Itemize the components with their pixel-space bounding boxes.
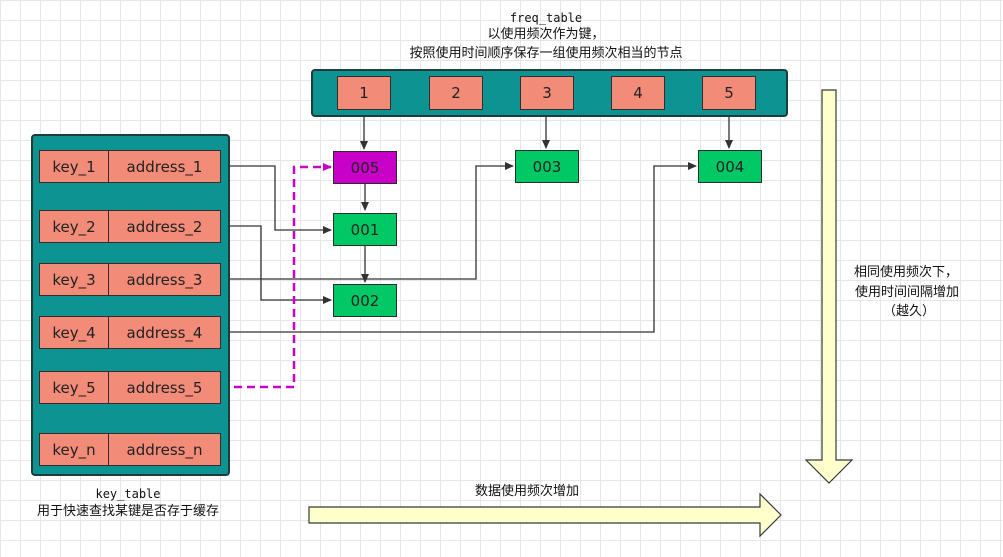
key-table-desc: 用于快速查找某键是否存于缓存 [36, 504, 219, 519]
node-002: 002 [333, 284, 397, 317]
node-001: 001 [333, 213, 397, 246]
freq-slot-5: 5 [702, 76, 756, 110]
key-cell-n: key_n [39, 433, 109, 466]
node-005: 005 [333, 151, 397, 184]
annotation-older: （越久） [882, 304, 935, 319]
node-003: 003 [515, 150, 579, 183]
key-cell-5: key_5 [39, 371, 109, 404]
key-table-panel [31, 134, 230, 476]
key-cell-1: key_1 [39, 150, 109, 183]
key-cell-3: key_3 [39, 263, 109, 296]
address-cell-5: address_5 [108, 371, 221, 404]
freq-slot-1: 1 [337, 76, 391, 110]
edge-address4-004 [221, 162, 697, 333]
edge-address1-001 [221, 165, 332, 234]
edge-address5-005 [221, 163, 332, 389]
node-004: 004 [698, 150, 762, 183]
address-cell-3: address_3 [108, 263, 221, 296]
key-cell-4: key_4 [39, 316, 109, 349]
freq-slot-3: 3 [520, 76, 574, 110]
vertical-time-arrow [804, 89, 854, 484]
horizontal-frequency-arrow [308, 492, 782, 538]
freq-table-desc-line1: 以使用频次作为键， [487, 27, 605, 42]
freq-table-desc-line2: 按照使用时间顺序保存一组使用频次相当的节点 [409, 46, 683, 61]
address-cell-4: address_4 [108, 316, 221, 349]
annotation-time-increase: 使用时间间隔增加 [854, 285, 959, 300]
key-table-name: key_table [95, 487, 161, 501]
edge-address2-002 [221, 225, 332, 304]
address-cell-2: address_2 [108, 210, 221, 243]
address-cell-1: address_1 [108, 150, 221, 183]
edge-address3-003 [221, 162, 514, 280]
key-cell-2: key_2 [39, 210, 109, 243]
freq-slot-2: 2 [429, 76, 483, 110]
annotation-same-frequency: 相同使用频次下， [853, 265, 958, 280]
freq-slot-4: 4 [611, 76, 665, 110]
annotation-frequency-increase: 数据使用频次增加 [474, 484, 579, 499]
address-cell-n: address_n [108, 433, 221, 466]
freq-table-name: freq_table [509, 11, 583, 25]
